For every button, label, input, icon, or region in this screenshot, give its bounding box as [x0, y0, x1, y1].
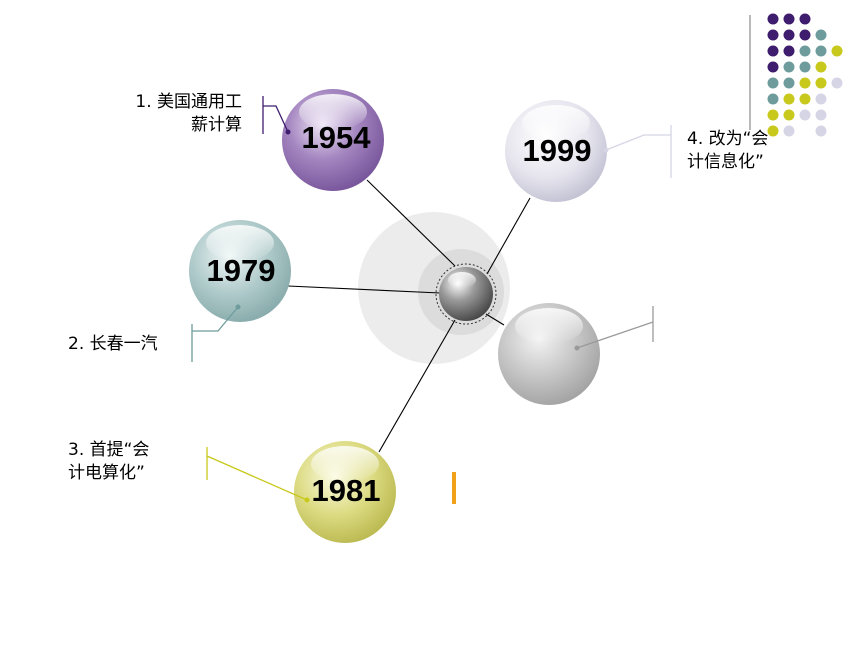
- grid-dot: [783, 29, 795, 41]
- callout-1979: [191, 306, 239, 362]
- grid-dot: [767, 125, 779, 137]
- node-1954: 1954: [282, 89, 384, 191]
- grid-dot: [815, 45, 827, 57]
- year-1981: 1981: [312, 473, 381, 508]
- grid-dot: [783, 125, 795, 137]
- connector-lines: [287, 179, 531, 453]
- label-1979: 2. 长春一汽: [68, 333, 158, 356]
- label-1954: 1. 美国通用工 薪计算: [135, 91, 242, 137]
- connector-1954: [366, 179, 456, 267]
- grid-dot: [815, 93, 827, 105]
- grid-dot: [815, 29, 827, 41]
- grid-dot: [767, 77, 779, 89]
- year-1999: 1999: [523, 133, 592, 168]
- grid-dot: [783, 61, 795, 73]
- connector-1979: [287, 285, 441, 294]
- node-1979: 1979: [189, 220, 291, 322]
- label-1954-line1: 1. 美国通用工: [135, 92, 242, 112]
- grid-dot: [831, 77, 843, 89]
- connector-blank: [485, 313, 505, 326]
- grid-dot: [815, 109, 827, 121]
- grid-dot: [783, 93, 795, 105]
- grid-dot: [767, 29, 779, 41]
- node-1999: 1999: [505, 100, 607, 202]
- hub-dotted-outline: [435, 263, 497, 325]
- grid-dot: [799, 13, 811, 25]
- label-1999: 4. 改为“会 计信息化”: [687, 128, 768, 174]
- grid-dot: [799, 29, 811, 41]
- grid-dot: [767, 45, 779, 57]
- grid-dot: [767, 93, 779, 105]
- label-1999-line1: 4. 改为“会: [687, 129, 769, 149]
- grid-dot: [815, 125, 827, 137]
- grid-dot: [799, 93, 811, 105]
- callout-1981: [206, 447, 308, 501]
- node-1981: 1981: [294, 441, 396, 543]
- callout-1999: [605, 125, 672, 178]
- grid-dot: [767, 13, 779, 25]
- label-1999-line2: 计信息化”: [687, 152, 764, 172]
- grid-dot: [783, 13, 795, 25]
- accent-bar: [452, 472, 456, 504]
- year-1954: 1954: [302, 120, 372, 155]
- connector-1999: [486, 197, 531, 275]
- callout-blank: [576, 306, 654, 349]
- label-1981-line2: 计电算化”: [68, 463, 145, 483]
- grid-dot: [783, 77, 795, 89]
- grid-dot: [799, 109, 811, 121]
- node-blank: [498, 303, 600, 405]
- grid-dot: [767, 61, 779, 73]
- decorative-dot-grid: [767, 13, 843, 137]
- grid-dot: [799, 45, 811, 57]
- label-1981: 3. 首提“会 计电算化”: [68, 439, 149, 485]
- grid-dot: [783, 109, 795, 121]
- label-1979-line1: 2. 长春一汽: [68, 334, 158, 354]
- callout-brackets: [191, 96, 672, 503]
- grid-dot: [783, 45, 795, 57]
- grid-dot: [767, 109, 779, 121]
- grid-dot: [799, 61, 811, 73]
- grid-dot: [815, 77, 827, 89]
- callout-1954: [262, 96, 289, 134]
- grid-dot: [831, 45, 843, 57]
- year-1979: 1979: [207, 253, 276, 288]
- grid-dot: [815, 61, 827, 73]
- grid-dot: [799, 77, 811, 89]
- connector-1981: [378, 319, 456, 453]
- label-1954-line2: 薪计算: [191, 115, 242, 135]
- label-1981-line1: 3. 首提“会: [68, 440, 150, 460]
